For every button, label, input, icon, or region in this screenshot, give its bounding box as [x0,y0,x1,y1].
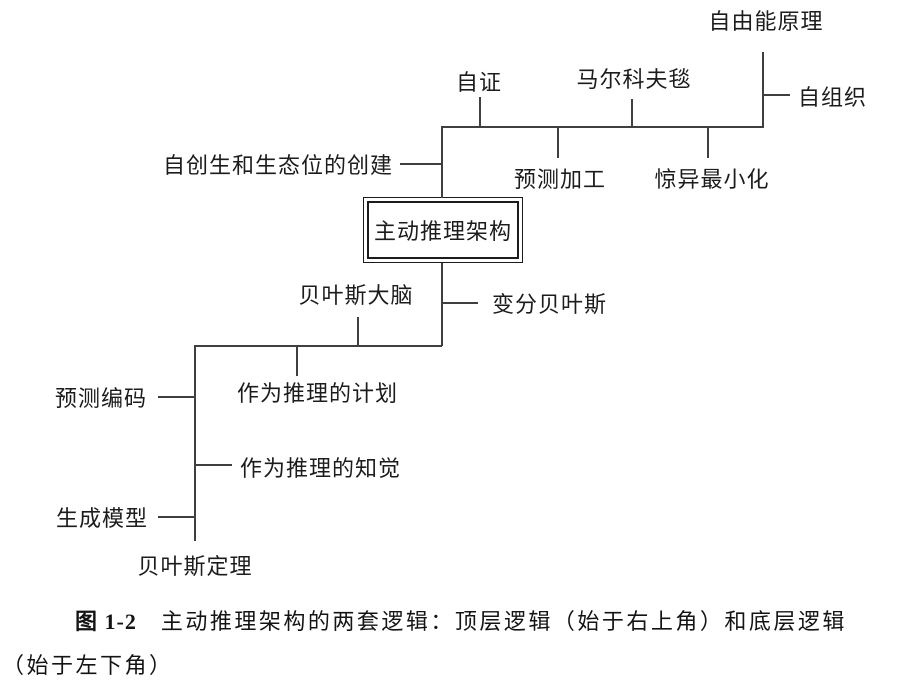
figure-number: 图 1-2 [75,609,137,634]
connector-perception-tick [195,464,232,466]
connector-variational-bayes-tick [441,302,478,304]
connector-surprise-minimization-tick [707,127,709,158]
connector-box-to-lower-spine [441,263,443,346]
node-autopoiesis-niche-construction: 自创生和生态位的创建 [162,153,393,178]
node-free-energy-principle: 自由能原理 [708,9,824,34]
connector-markov-blanket-tick [631,99,633,127]
center-box-label: 主动推理架构 [367,201,519,259]
connector-top-spine [441,126,764,128]
connector-self-organization-tick [763,94,790,96]
connector-generative-model-link [158,516,195,518]
figure-caption-line2: （始于左下角） [2,653,174,678]
node-planning-as-inference: 作为推理的计划 [237,381,399,406]
connector-predictive-processing-tick [557,127,559,158]
connector-lower-spine [195,345,442,347]
node-self-evidencing: 自证 [455,70,503,95]
node-predictive-coding: 预测编码 [54,386,147,411]
node-surprise-minimization: 惊异最小化 [654,167,770,192]
center-box: 主动推理架构 [363,197,523,263]
node-bayes-theorem: 贝叶斯定理 [137,554,253,579]
connector-bayesian-brain-tick [357,317,359,346]
figure-caption-line1: 图 1-2 主动推理架构的两套逻辑：顶层逻辑（始于右上角）和底层逻辑 [75,604,847,636]
node-markov-blanket: 马尔科夫毯 [576,67,692,92]
node-bayesian-brain: 贝叶斯大脑 [298,283,414,308]
connector-self-evidencing-tick [479,97,481,127]
connector-planning-tick [296,346,298,376]
node-generative-model: 生成模型 [55,506,148,531]
connector-free-energy-drop [762,52,764,127]
connector-left-trunk [194,345,196,541]
connector-predictive-coding-link [158,396,195,398]
node-perception-as-inference: 作为推理的知觉 [240,456,402,481]
connector-autopoiesis-link [400,163,442,165]
node-predictive-processing: 预测加工 [513,167,607,192]
connector-spine-to-box [441,127,443,198]
node-self-organization: 自组织 [798,85,868,110]
figure-caption-text: 主动推理架构的两套逻辑：顶层逻辑（始于右上角）和底层逻辑 [160,609,847,634]
node-variational-bayes: 变分贝叶斯 [492,292,608,317]
